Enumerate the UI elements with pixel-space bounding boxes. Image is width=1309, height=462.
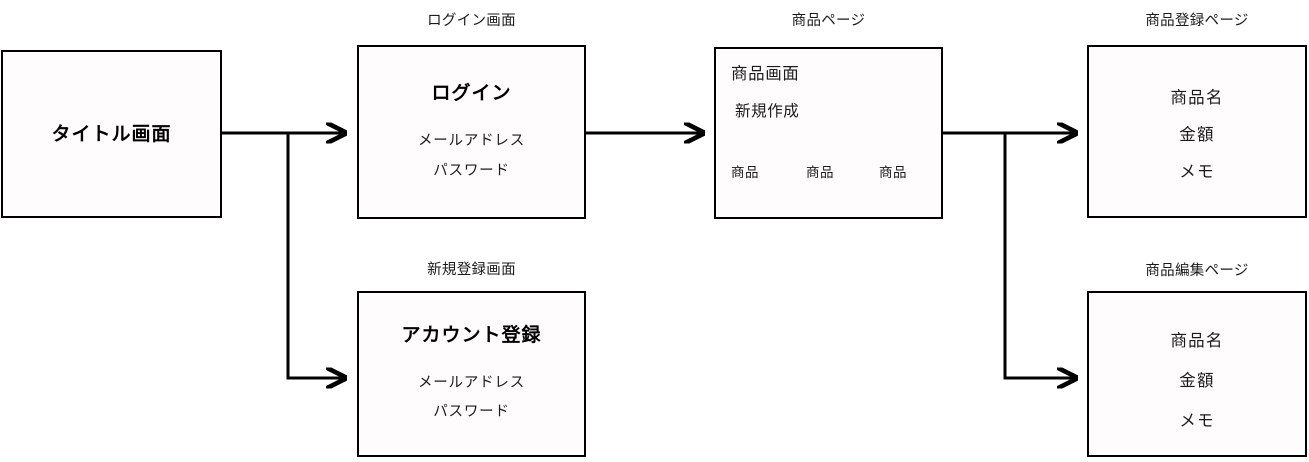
node-signup-screen-caption: 新規登録画面	[427, 262, 516, 278]
node-login-screen-heading: ログイン	[431, 82, 512, 104]
node-product-edit-field-price: 金額	[1179, 371, 1215, 390]
node-signup-screen-heading: アカウント登録	[401, 324, 542, 346]
node-title-screen-heading: タイトル画面	[51, 123, 172, 145]
node-signup-screen-field-password: パスワード	[433, 404, 510, 420]
node-product-edit-field-name: 商品名	[1170, 331, 1224, 350]
node-product-page-subheading: 新規作成	[735, 102, 800, 120]
node-signup-screen-field-email: メールアドレス	[417, 375, 526, 391]
node-product-register-field-name: 商品名	[1170, 88, 1224, 107]
node-product-register-field-memo: メモ	[1179, 162, 1215, 181]
node-login-screen-caption: ログイン画面	[427, 13, 516, 29]
node-login-screen[interactable]	[357, 45, 586, 219]
node-signup-screen[interactable]	[357, 291, 586, 457]
node-product-register-page-caption: 商品登録ページ	[1145, 13, 1249, 29]
connector-product-to-edit	[1003, 133, 1076, 378]
node-product-page-heading: 商品画面	[731, 64, 800, 83]
node-login-screen-field-password: パスワード	[433, 163, 510, 179]
node-product-edit-field-memo: メモ	[1179, 411, 1215, 430]
node-product-register-field-price: 金額	[1179, 125, 1215, 144]
node-title-screen[interactable]	[1, 50, 222, 218]
node-product-edit-page[interactable]	[1087, 291, 1307, 457]
connector-title-to-signup	[286, 133, 345, 378]
node-login-screen-field-email: メールアドレス	[417, 133, 526, 149]
node-product-page-caption: 商品ページ	[791, 13, 866, 29]
node-product-register-page[interactable]	[1087, 45, 1307, 218]
node-product-page[interactable]	[714, 47, 943, 219]
node-product-page-item-1[interactable]: 商品	[731, 165, 759, 181]
node-product-page-item-3[interactable]: 商品	[879, 165, 907, 181]
node-product-page-item-2[interactable]: 商品	[806, 165, 834, 181]
node-product-edit-page-caption: 商品編集ページ	[1145, 263, 1249, 279]
